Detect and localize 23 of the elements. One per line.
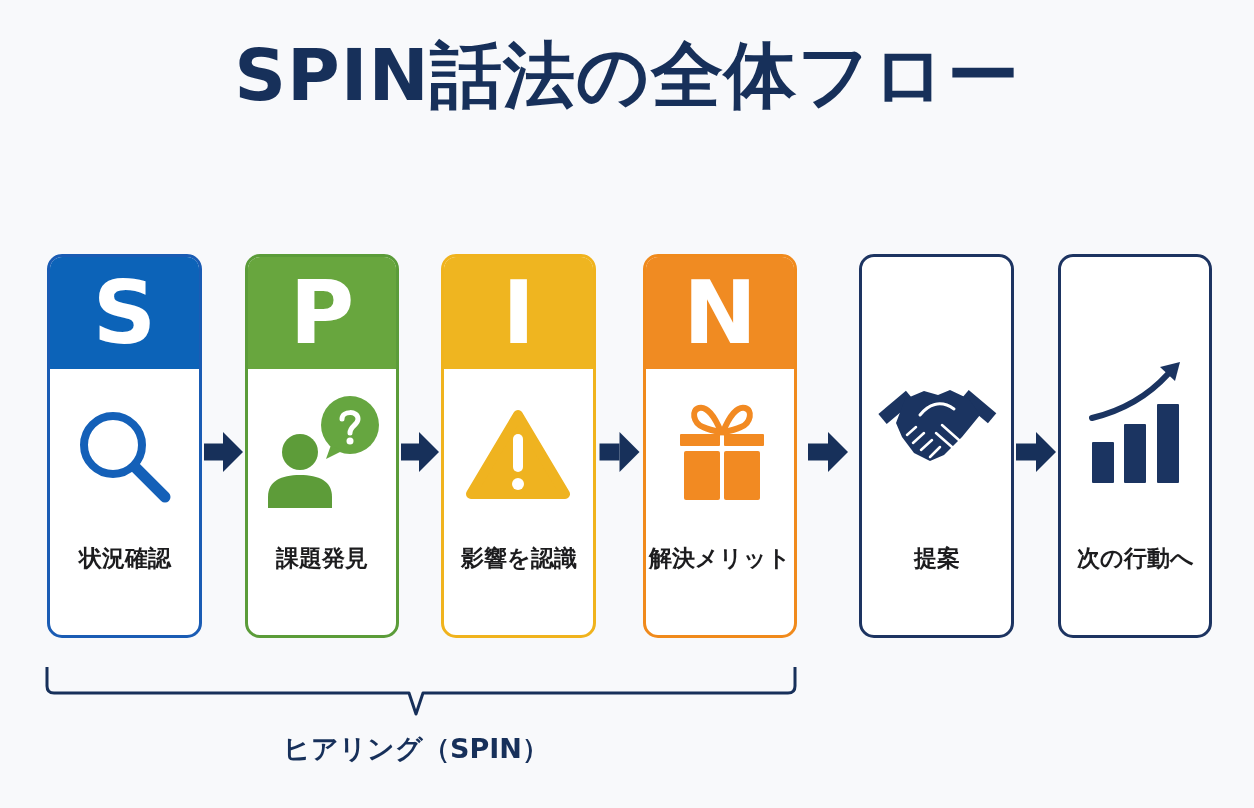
- step-label: 提案: [913, 544, 960, 573]
- step-card: [859, 254, 1014, 638]
- step-letter: S: [92, 268, 157, 358]
- step-letter: I: [502, 268, 535, 358]
- step-label: 次の行動へ: [1076, 544, 1194, 573]
- step-card: [1058, 254, 1212, 638]
- step-label: 課題発見: [276, 544, 368, 573]
- step-card: [245, 254, 399, 638]
- diagram-title: SPIN話法の全体フロー: [234, 35, 1020, 115]
- step-letter: N: [683, 268, 757, 358]
- arrow: [599, 432, 640, 472]
- step-label: 影響を認識: [460, 544, 577, 573]
- arrow: [401, 432, 439, 472]
- arrow: [808, 432, 848, 472]
- step-card: [643, 254, 797, 638]
- bracket-label: ヒアリング（SPIN）: [283, 732, 549, 766]
- step-letter: P: [289, 268, 355, 358]
- step-label: 状況確認: [78, 544, 171, 573]
- step-card: [47, 254, 202, 638]
- arrow: [1016, 432, 1056, 472]
- arrow: [204, 432, 243, 472]
- step-label: 解決メリット: [649, 544, 791, 573]
- step-card: [441, 254, 596, 638]
